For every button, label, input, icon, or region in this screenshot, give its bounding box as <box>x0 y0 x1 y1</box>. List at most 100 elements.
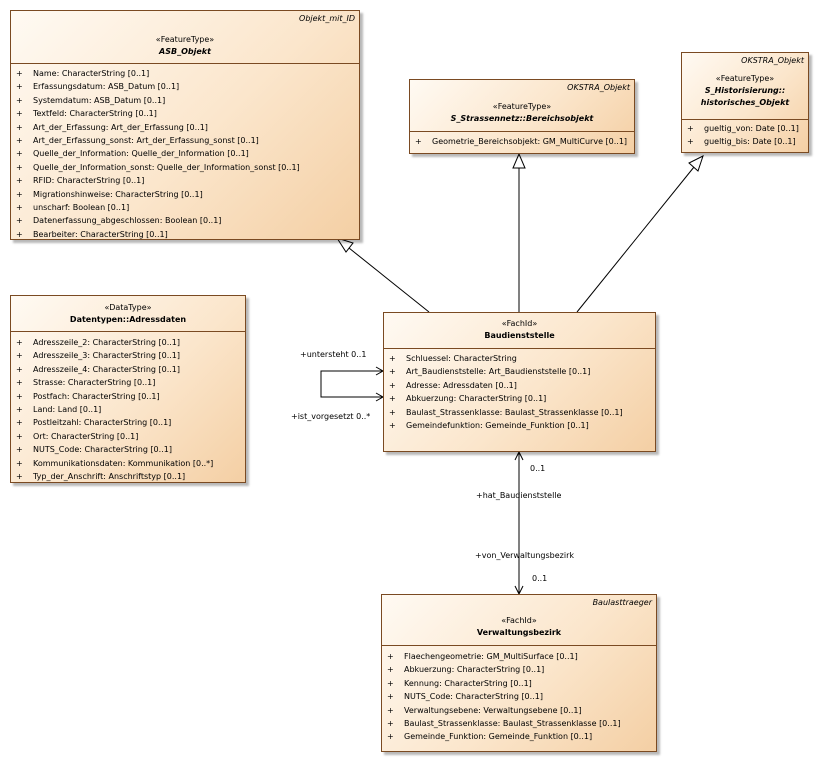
attribute-row: +Strasse: CharacterString [0..1] <box>11 376 245 389</box>
package-label: OKSTRA_Objekt <box>741 56 804 65</box>
class-historisches-objekt[interactable]: OKSTRA_Objekt «FeatureType» S_Historisie… <box>681 52 809 153</box>
package-label: OKSTRA_Objekt <box>567 83 630 92</box>
attribute-row: +Quelle_der_Information: Quelle_der_Info… <box>11 147 359 160</box>
attribute-list: +Geometrie_Bereichsobjekt: GM_MultiCurve… <box>410 135 634 148</box>
class-header: «FachId» Baudienststelle <box>384 313 655 342</box>
attribute-row: +Adresse: Adressdaten [0..1] <box>384 379 655 392</box>
generalization-arrowhead-hist <box>688 155 704 172</box>
visibility-marker: + <box>389 354 396 363</box>
role-untersteht: +untersteht 0..1 <box>300 350 367 359</box>
verwaltung-arrow-top <box>514 450 524 461</box>
visibility-marker: + <box>16 176 23 186</box>
class-name-line2: historisches_Objekt <box>700 98 790 107</box>
package-label: Objekt_mit_ID <box>299 14 355 23</box>
attribute-row: +NUTS_Code: CharacterString [0..1] <box>382 690 656 703</box>
compartment-separator <box>11 331 245 332</box>
attribute-text: Migrationshinweise: CharacterString [0..… <box>33 189 203 199</box>
class-verwaltungsbezirk[interactable]: Baulasttraeger «FachId» Verwaltungsbezir… <box>381 594 657 752</box>
attribute-list: +Adresszeile_2: CharacterString [0..1]+A… <box>11 336 245 483</box>
attribute-text: Baulast_Strassenklasse: Baulast_Strassen… <box>404 718 621 728</box>
attribute-row: +Textfeld: CharacterString [0..1] <box>11 107 359 120</box>
class-header: «DataType» Datentypen::Adressdaten <box>11 296 245 326</box>
attribute-text: Art_der_Erfassung_sonst: Art_der_Erfassu… <box>33 135 259 145</box>
attribute-row: +Adresszeile_3: CharacterString [0..1] <box>11 349 245 362</box>
attribute-row: +Abkuerzung: CharacterString [0..1] <box>382 663 656 676</box>
attribute-text: Adresszeile_4: CharacterString [0..1] <box>33 364 181 374</box>
attribute-text: RFID: CharacterString [0..1] <box>33 176 145 186</box>
attribute-row: +Land: Land [0..1] <box>11 403 245 416</box>
visibility-marker: + <box>16 189 23 199</box>
stereotype-label: «FeatureType» <box>492 102 552 111</box>
compartment-separator <box>682 119 808 120</box>
visibility-marker: + <box>16 202 23 212</box>
attribute-row: +gueltig_von: Date [0..1] <box>682 122 808 135</box>
attribute-row: + Typ_der_Anschrift: Anschriftstyp [0..1] <box>11 470 245 483</box>
stereotype-label: «FachId» <box>501 319 538 328</box>
visibility-marker: + <box>16 135 23 145</box>
attribute-text: Typ_der_Anschrift: Anschriftstyp [0..1] <box>33 471 186 481</box>
attribute-text: Abkuerzung: CharacterString [0..1] <box>406 394 547 404</box>
attribute-text: Kommunikationsdaten: Kommunikation [0..*… <box>33 458 214 468</box>
class-header: «FeatureType» S_Strassennetz::Bereichsob… <box>410 80 634 125</box>
visibility-marker: + <box>687 137 694 147</box>
visibility-marker: + <box>387 705 394 715</box>
visibility-marker: + <box>16 95 23 105</box>
class-adressdaten[interactable]: «DataType» Datentypen::Adressdaten +Adre… <box>10 295 246 483</box>
visibility-marker: + <box>389 407 396 417</box>
visibility-marker: + <box>16 109 23 119</box>
visibility-marker: + <box>16 471 23 481</box>
visibility-marker: + <box>16 162 23 172</box>
attribute-text: NUTS_Code: CharacterString [0..1] <box>33 445 172 455</box>
generalization-line-asb <box>348 247 430 313</box>
attribute-text: Bearbeiter: CharacterString [0..1] <box>33 229 168 239</box>
attribute-text: Postleitzahl: CharacterString [0..1] <box>33 418 172 428</box>
attribute-row: +Verwaltungsebene: Verwaltungsebene [0..… <box>382 704 656 717</box>
class-asb-objekt[interactable]: Objekt_mit_ID «FeatureType» ASB_Objekt +… <box>10 10 360 240</box>
visibility-marker: + <box>16 364 23 374</box>
role-hat-baudienststelle: +hat_Baudienststelle <box>476 491 562 500</box>
attribute-text: Quelle_der_Information: Quelle_der_Infor… <box>33 149 249 159</box>
attribute-row: +Bearbeiter: CharacterString [0..1] <box>11 228 359 241</box>
attribute-row: +Systemdatum: ASB_Datum [0..1] <box>11 94 359 107</box>
stereotype-label: «FeatureType» <box>155 35 215 44</box>
attribute-text: Adresszeile_3: CharacterString [0..1] <box>33 351 181 361</box>
attribute-list: +Name: CharacterString [0..1]+Erfassungs… <box>11 67 359 241</box>
visibility-marker: + <box>387 692 394 702</box>
attribute-list: +gueltig_von: Date [0..1] + gueltig_bis: D… <box>682 122 808 149</box>
attribute-row: +Name: CharacterString [0..1] <box>11 67 359 80</box>
attribute-text: Erfassungsdatum: ASB_Datum [0..1] <box>33 82 180 92</box>
attribute-row: + Art_der_Erfassung_sonst: Art_der_Erfass… <box>11 134 359 147</box>
attribute-text: Kennung: CharacterString [0..1] <box>404 678 532 688</box>
class-name: ASB_Objekt <box>159 47 211 56</box>
attribute-text: gueltig_bis: Date [0..1] <box>704 137 796 147</box>
visibility-marker: + <box>16 404 23 414</box>
attribute-row: + Migrationshinweise: CharacterString [0.… <box>11 188 359 201</box>
visibility-marker: + <box>16 391 23 401</box>
class-bereichsobjekt[interactable]: OKSTRA_Objekt «FeatureType» S_Strassenne… <box>409 79 635 154</box>
attribute-text: Schluessel: CharacterString <box>406 354 517 363</box>
attribute-text: Quelle_der_Information_sonst: Quelle_der… <box>33 162 300 172</box>
multiplicity-top: 0..1 <box>530 464 546 473</box>
attribute-text: Postfach: CharacterString [0..1] <box>33 391 160 401</box>
generalization-arrowhead-asb <box>335 237 354 253</box>
class-baudienststelle[interactable]: «FachId» Baudienststelle + Schluessel: Ch… <box>383 312 656 452</box>
attribute-text: Adresszeile_2: CharacterString [0..1] <box>33 338 181 347</box>
package-label: Baulasttraeger <box>592 598 652 607</box>
attribute-list: +Flaechengeometrie: GM_MultiSurface [0..… <box>382 650 656 744</box>
stereotype-label: «FachId» <box>501 616 537 625</box>
attribute-text: Ort: CharacterString [0..1] <box>33 431 139 441</box>
attribute-row: + gueltig_bis: Date [0..1] <box>682 135 808 148</box>
visibility-marker: + <box>16 378 23 388</box>
attribute-text: Datenerfassung_abgeschlossen: Boolean [0… <box>33 216 222 226</box>
role-von-verwaltungsbezirk: +von_Verwaltungsbezirk <box>475 551 574 560</box>
attribute-text: Abkuerzung: CharacterString [0..1] <box>404 665 545 675</box>
attribute-text: unscharf: Boolean [0..1] <box>33 202 130 212</box>
visibility-marker: + <box>16 445 23 455</box>
visibility-marker: + <box>16 338 23 347</box>
attribute-row: +Baulast_Strassenklasse: Baulast_Strasse… <box>382 717 656 730</box>
attribute-text: Name: CharacterString [0..1] <box>33 69 150 78</box>
attribute-text: Gemeinde_Funktion: Gemeinde_Funktion [0.… <box>404 732 593 742</box>
visibility-marker: + <box>387 678 394 688</box>
generalization-arrowhead-bereich <box>512 152 526 169</box>
self-association-line <box>320 370 383 398</box>
